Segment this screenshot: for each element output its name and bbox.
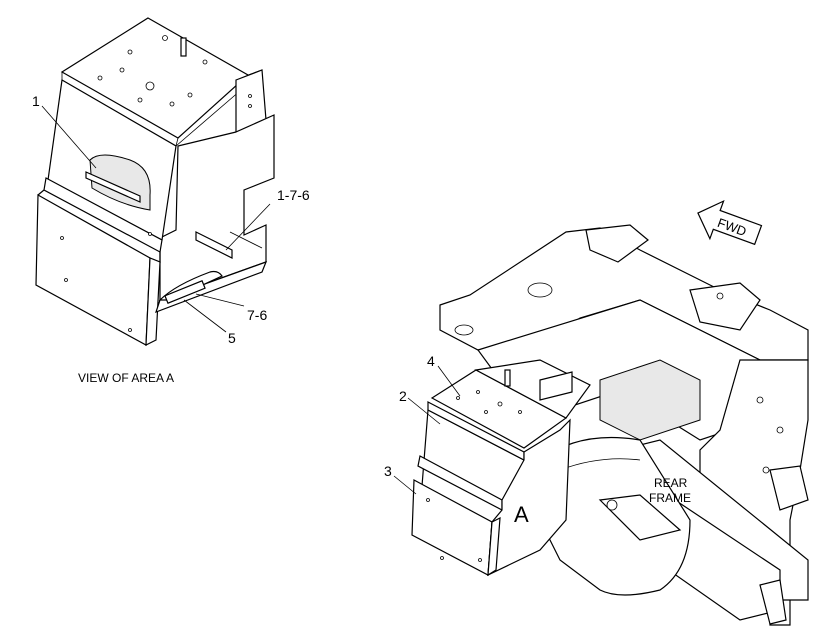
rear-frame-label-line2: FRAME xyxy=(649,491,691,505)
area-letter-a: A xyxy=(514,502,529,527)
lower-pan xyxy=(539,436,691,596)
callout-5: 5 xyxy=(228,330,236,346)
detail-view-area-a: 1 1-7-6 7-6 5 VIEW OF AREA A xyxy=(32,17,310,385)
callout-3: 3 xyxy=(384,463,392,479)
view-caption: VIEW OF AREA A xyxy=(78,371,174,385)
upper-right-bracket xyxy=(689,282,761,331)
assembly-view: FWD xyxy=(384,199,809,626)
callout-4: 4 xyxy=(427,353,435,369)
fwd-arrow: FWD xyxy=(697,199,763,246)
callout-1-7-6: 1-7-6 xyxy=(277,187,310,203)
rear-frame-label-line1: REAR xyxy=(654,476,688,490)
callout-7-6: 7-6 xyxy=(247,307,267,323)
callout-2: 2 xyxy=(399,388,407,404)
callout-1: 1 xyxy=(32,93,40,109)
rear-panel xyxy=(159,114,275,301)
